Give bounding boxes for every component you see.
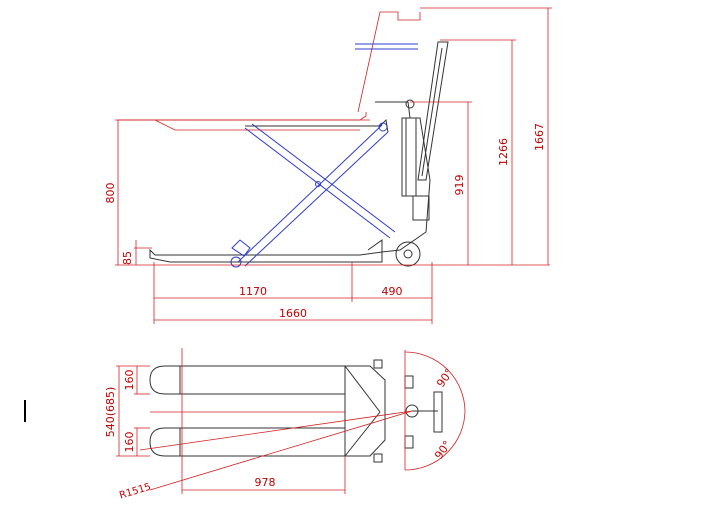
dim-fork-width-top: 160: [123, 370, 136, 391]
scissor-arm-b1: [237, 124, 383, 263]
scissor-arm-b2: [244, 131, 389, 267]
chassis: [345, 365, 386, 457]
steer-wheel-hub: [403, 249, 413, 259]
dim-1170: 1170: [239, 285, 267, 298]
dim-1660: 1660: [279, 307, 307, 320]
roller-bracket: [231, 239, 251, 257]
dim-1266: 1266: [497, 138, 510, 166]
dim-fork-width-bottom: 160: [123, 432, 136, 453]
raised-fork-bottom: [154, 119, 360, 131]
handle-inner-line: [421, 47, 443, 177]
hydraulic-cylinder: [401, 117, 417, 197]
dim-919: 919: [453, 175, 466, 196]
radius-line: [149, 410, 413, 491]
dim-overall-width: 540(685): [104, 387, 117, 438]
wheel-bottom: [404, 435, 414, 449]
chassis-diag-1: [344, 365, 381, 413]
side-view: 800 85 919 1266 1667 1170 490 1660: [104, 7, 552, 324]
text-cursor: [24, 400, 26, 422]
dim-490: 490: [382, 285, 403, 298]
dim-800: 800: [104, 183, 117, 204]
lowered-fork: [149, 248, 383, 263]
raised-fork-outline: [118, 112, 367, 121]
wheel-top: [404, 375, 414, 389]
angle-arc-top: [404, 351, 466, 412]
scissor-center-pin: [315, 181, 321, 187]
top-view: 90° 90° 160 160 540(685) 978 R1515: [104, 348, 466, 502]
chassis-diag-2: [344, 411, 381, 457]
radius-line-2: [139, 410, 413, 451]
scissor-arm-a1: [244, 127, 391, 239]
caster-top: [373, 359, 383, 369]
raised-handle-phantom: [357, 11, 421, 113]
mast-body: [367, 101, 431, 253]
pump-unit: [412, 195, 430, 221]
scissor-arm-a2: [251, 123, 396, 233]
handle-top-view: [433, 391, 443, 433]
dim-inner-length: 978: [255, 476, 276, 489]
fork-bottom: [149, 427, 345, 457]
dim-radius: R1515: [118, 482, 152, 502]
scissor-top-pin: [378, 122, 388, 132]
dim-85: 85: [121, 251, 134, 265]
caster-bottom: [373, 453, 383, 463]
fork-roller: [230, 256, 242, 268]
handle-pivot: [405, 99, 415, 109]
fork-top: [149, 365, 345, 395]
handle-bar: [417, 41, 449, 181]
steer-wheel: [395, 241, 421, 267]
dim-angle-bottom: 90°: [432, 438, 454, 461]
dim-1667: 1667: [533, 123, 546, 151]
dim-angle-top: 90°: [434, 366, 456, 389]
angle-arc-bottom: [404, 410, 466, 471]
